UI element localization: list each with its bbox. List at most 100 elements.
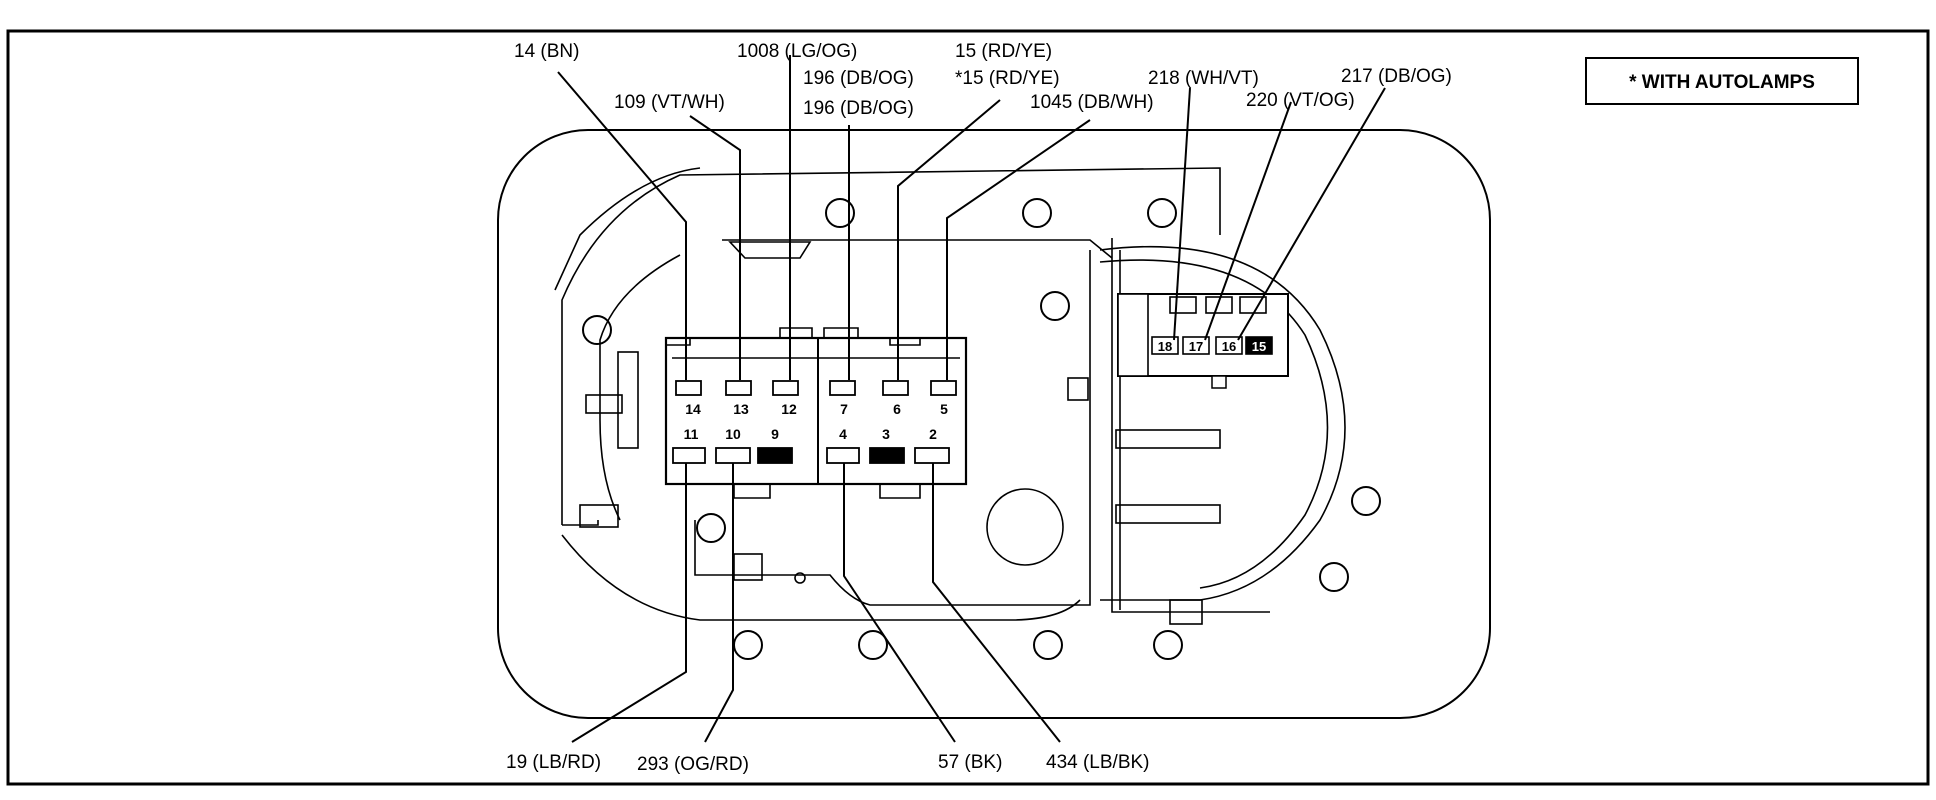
pin-label-5: 5 (940, 401, 948, 417)
screw-hole (1040, 291, 1070, 321)
terminal-6 (882, 380, 909, 396)
pin-label-13: 13 (733, 401, 749, 417)
wire-label-217-db-og: 217 (DB/OG) (1341, 66, 1452, 87)
screw-hole (1033, 630, 1063, 660)
terminal-4 (826, 447, 860, 464)
side-latch (1211, 375, 1227, 389)
bracket-lower (561, 534, 1081, 621)
leader-1045-db-wh (946, 119, 1091, 380)
leader-19-lb-rd (571, 463, 687, 743)
wire-label-218-wh-vt: 218 (WH/VT) (1148, 68, 1259, 89)
body-outline (694, 250, 1091, 606)
screw-hole (1147, 198, 1177, 228)
mounting-plate (497, 129, 1491, 719)
lower-right-clip (1169, 599, 1203, 625)
wire-label-196-db-og-b: 196 (DB/OG) (803, 98, 914, 119)
side-pin-label-15: 15 (1252, 339, 1266, 354)
right-oval-track (1099, 245, 1346, 601)
pin-label-7: 7 (840, 401, 848, 417)
left-tab (617, 351, 639, 449)
screw-hole (733, 630, 763, 660)
connector-top-notches (665, 327, 921, 346)
screw-hole (1319, 562, 1349, 592)
terminal-10 (715, 447, 751, 464)
side-pin-16-box (1215, 336, 1243, 355)
main-connector: 14 13 12 7 6 5 11 10 9 4 3 2 (664, 327, 968, 499)
leader-217-db-og (1237, 87, 1386, 341)
side-top-slot (1169, 296, 1197, 314)
autolamps-note: * WITH AUTOLAMPS (1585, 57, 1859, 105)
wire-label-109-vt-wh: 109 (VT/WH) (614, 92, 725, 113)
screw-hole (582, 315, 612, 345)
side-pin-18-box (1151, 336, 1179, 355)
bracket-inner (562, 520, 599, 526)
side-top-slot (1205, 296, 1233, 314)
side-pin-label-17: 17 (1189, 339, 1203, 354)
note-box (1585, 57, 1859, 105)
wire-label-15-rd-ye-autolamps: *15 (RD/YE) (955, 68, 1060, 89)
left-lower-tab (579, 504, 619, 528)
screw-hole (1153, 630, 1183, 660)
pin-label-6: 6 (893, 401, 901, 417)
pin-label-3: 3 (882, 426, 890, 442)
wire-label-293-og-rd: 293 (OG/RD) (637, 754, 749, 775)
pin-label-10: 10 (725, 426, 741, 442)
terminal-5 (930, 380, 957, 396)
side-pin-15-box (1245, 336, 1273, 355)
right-oval-inner (1099, 259, 1329, 589)
screw-hole (858, 630, 888, 660)
side-connector-lip (1117, 293, 1149, 377)
side-pin-label-18: 18 (1158, 339, 1172, 354)
pin-label-4: 4 (839, 426, 847, 442)
screw-hole (825, 198, 855, 228)
leader-109-vt-wh (689, 115, 741, 380)
wire-label-57-bk: 57 (BK) (938, 752, 1002, 773)
body-outline-2 (722, 239, 1113, 259)
wire-label-434-lb-bk: 434 (LB/BK) (1046, 752, 1150, 773)
note-text: * WITH AUTOLAMPS (1629, 72, 1815, 93)
left-small-tab (585, 394, 623, 414)
leader-57-bk (843, 463, 956, 743)
pin-label-14: 14 (685, 401, 701, 417)
lower-dot (794, 572, 806, 584)
slot-1 (1115, 429, 1221, 449)
terminal-11 (672, 447, 706, 464)
diagram-frame (6, 29, 1930, 786)
side-pin-17-box (1182, 336, 1210, 355)
wire-label-220-vt-og: 220 (VT/OG) (1246, 90, 1355, 111)
terminal-12 (772, 380, 799, 396)
wire-label-196-db-og-a: 196 (DB/OG) (803, 68, 914, 89)
wire-label-14-bn: 14 (BN) (514, 41, 579, 62)
terminal-9-blank (757, 447, 793, 464)
connector-housing (497, 129, 1491, 719)
slot-2 (1115, 504, 1221, 524)
side-pin-label-16: 16 (1222, 339, 1236, 354)
pin-label-12: 12 (781, 401, 797, 417)
body-small-square (1067, 377, 1089, 401)
screw-hole (1351, 486, 1381, 516)
leader-14-bn (557, 71, 687, 380)
pin-label-9: 9 (771, 426, 779, 442)
lower-left-square (733, 553, 763, 581)
terminal-7 (829, 380, 856, 396)
leader-434-lb-bk (932, 463, 1061, 743)
leader-220-vt-og (1204, 101, 1292, 341)
wire-label-1045-db-wh: 1045 (DB/WH) (1030, 92, 1154, 113)
leader-293-og-rd (704, 463, 734, 743)
left-flange-inner (599, 254, 681, 521)
side-housing (1111, 238, 1270, 613)
wire-label-19-lb-rd: 19 (LB/RD) (506, 752, 601, 773)
bracket-outline (561, 167, 1221, 525)
screw-hole (1022, 198, 1052, 228)
terminal-14 (675, 380, 702, 396)
pin-label-11: 11 (684, 426, 699, 442)
pin-label-2: 2 (929, 426, 937, 442)
wire-label-1008-lg-og: 1008 (LG/OG) (737, 41, 857, 62)
screw-hole (696, 513, 726, 543)
terminal-13 (725, 380, 752, 396)
connector-bottom-feet (733, 484, 921, 499)
leader-218-wh-vt (1173, 87, 1191, 341)
side-connector: 18 17 16 15 (1117, 293, 1289, 389)
wire-labels: 14 (BN) 1008 (LG/OG) 15 (RD/YE) 196 (DB/… (506, 41, 1452, 775)
